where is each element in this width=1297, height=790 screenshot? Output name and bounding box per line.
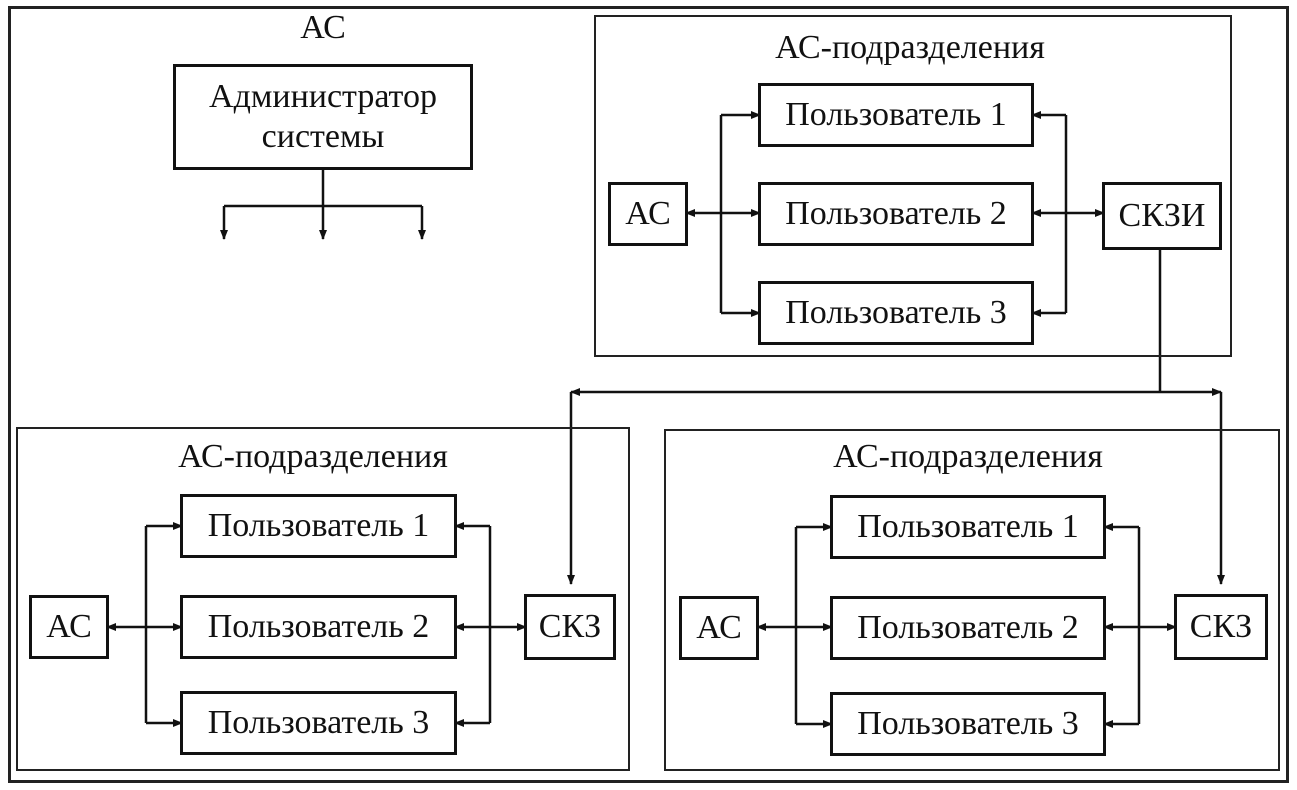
- top-unit-title: АС-подразделения: [775, 29, 1045, 66]
- system-frame: [8, 6, 1289, 783]
- right-user3-box: Пользователь 3: [830, 692, 1106, 756]
- right-user1-box: Пользователь 1: [830, 495, 1106, 559]
- admin-label-line1: Администратор: [209, 78, 437, 115]
- left-user1-box: Пользователь 1: [180, 494, 457, 558]
- system-title: АС: [300, 9, 346, 46]
- left-as-box: АС: [29, 595, 109, 659]
- right-user2-box: Пользователь 2: [830, 596, 1106, 660]
- right-unit-frame: [664, 429, 1280, 771]
- admin-box: Администратор системы: [173, 64, 473, 170]
- left-crypto-box: СКЗ: [524, 594, 616, 660]
- left-unit-frame: [16, 427, 630, 771]
- top-user3-box: Пользователь 3: [758, 281, 1034, 345]
- top-user1-box: Пользователь 1: [758, 83, 1034, 147]
- top-unit-frame: [594, 15, 1232, 357]
- top-as-box: АС: [608, 182, 688, 246]
- left-user2-box: Пользователь 2: [180, 595, 457, 659]
- right-as-box: АС: [679, 596, 759, 660]
- top-crypto-box: СКЗИ: [1102, 182, 1222, 250]
- admin-label-line2: системы: [261, 118, 385, 155]
- right-unit-title: АС-подразделения: [833, 438, 1103, 475]
- top-user2-box: Пользователь 2: [758, 182, 1034, 246]
- right-crypto-box: СКЗ: [1174, 594, 1268, 660]
- left-user3-box: Пользователь 3: [180, 691, 457, 755]
- left-unit-title: АС-подразделения: [178, 438, 448, 475]
